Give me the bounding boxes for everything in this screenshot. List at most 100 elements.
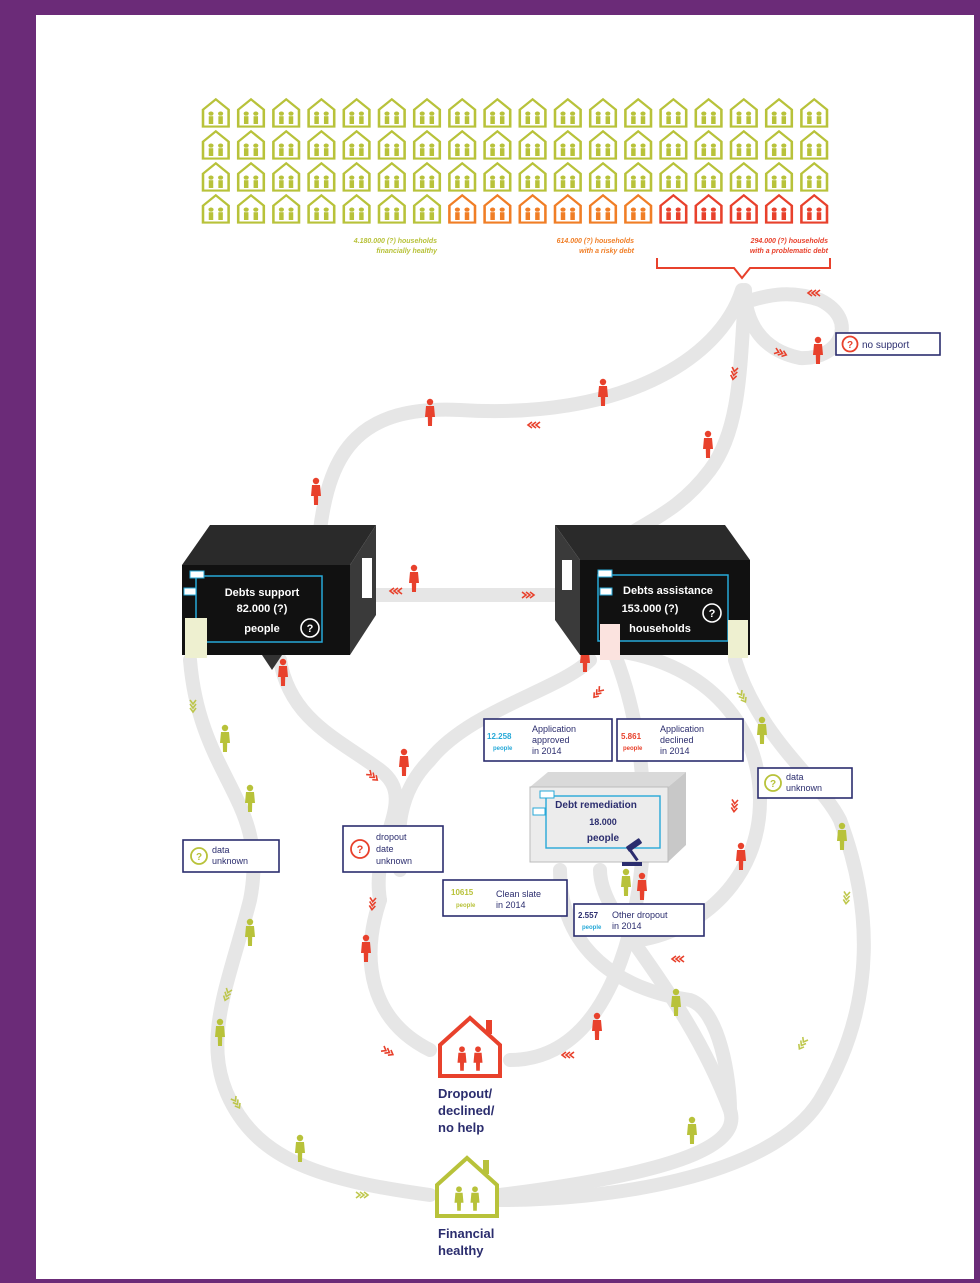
question-icon bbox=[702, 603, 722, 623]
debts-support-count: 82.000 (?) bbox=[237, 603, 288, 615]
debts-support-box: Debts support 82.000 (?) people ? bbox=[182, 525, 376, 670]
debts-assistance-count: 153.000 (?) bbox=[622, 603, 679, 615]
household-icon bbox=[342, 98, 371, 128]
household-icon bbox=[272, 162, 301, 192]
household-icon bbox=[764, 98, 794, 128]
household-icon bbox=[307, 98, 336, 128]
svg-text:?: ? bbox=[770, 779, 776, 790]
household-icon bbox=[201, 162, 230, 192]
household-icon bbox=[201, 194, 230, 224]
household-icon bbox=[588, 98, 618, 128]
household-icon bbox=[764, 162, 794, 192]
debt-remediation-title: Debt remediation bbox=[555, 800, 637, 811]
house-icon bbox=[435, 1155, 499, 1218]
household-icon bbox=[659, 194, 688, 224]
debts-support-unit: people bbox=[244, 623, 279, 635]
household-icon bbox=[412, 130, 442, 160]
household-icon bbox=[694, 194, 723, 224]
household-icon bbox=[624, 162, 653, 192]
household-icon bbox=[307, 130, 336, 160]
svg-text:294.000 (?) households: 294.000 (?) households bbox=[750, 238, 829, 245]
svg-text:people: people bbox=[493, 746, 513, 752]
household-icon bbox=[412, 162, 442, 192]
debt-remediation-count: 18.000 bbox=[589, 817, 617, 827]
application-declined-label: 5.861 people Application declined in 201… bbox=[616, 718, 744, 762]
data-unknown-right-label: ? data unknown bbox=[757, 767, 853, 799]
debt-remediation-box: Debt remediation 18.000 people bbox=[529, 772, 686, 866]
svg-text:data: data bbox=[786, 772, 804, 782]
dropout-house: Dropout/ declined/ no help bbox=[438, 1015, 502, 1135]
household-icon bbox=[236, 162, 266, 192]
household-icon bbox=[448, 162, 477, 192]
healthy-house: Financial healthy bbox=[435, 1155, 499, 1258]
healthy-households-label: 4.180.000 (?) households financially hea… bbox=[353, 238, 438, 255]
problematic-bracket bbox=[656, 258, 831, 280]
question-icon bbox=[841, 335, 859, 353]
problematic-households-label: 294.000 (?) households with a problemati… bbox=[750, 238, 829, 255]
svg-text:Application: Application bbox=[660, 724, 704, 734]
household-icon bbox=[729, 130, 758, 160]
household-icon bbox=[448, 98, 477, 128]
household-icon bbox=[800, 194, 829, 224]
household-icon bbox=[236, 98, 266, 128]
svg-text:with a problematic debt: with a problematic debt bbox=[750, 248, 829, 255]
svg-text:declined/: declined/ bbox=[438, 1103, 495, 1118]
household-icon bbox=[377, 98, 406, 128]
debts-assistance-unit: households bbox=[629, 623, 691, 635]
household-icon bbox=[694, 98, 723, 128]
household-icon bbox=[518, 194, 547, 224]
household-icon bbox=[342, 162, 371, 192]
household-icon bbox=[624, 130, 653, 160]
question-icon bbox=[350, 839, 370, 859]
household-icon bbox=[377, 194, 406, 224]
svg-text:unknown: unknown bbox=[212, 856, 248, 866]
household-icon bbox=[412, 194, 442, 224]
svg-text:Clean slate: Clean slate bbox=[496, 889, 541, 899]
household-icon bbox=[588, 162, 618, 192]
svg-text:10615: 10615 bbox=[451, 888, 474, 897]
svg-text:date: date bbox=[376, 844, 394, 854]
svg-text:people: people bbox=[456, 903, 476, 909]
svg-text:in 2014: in 2014 bbox=[660, 746, 690, 756]
household-icon bbox=[412, 98, 442, 128]
household-icon bbox=[800, 98, 829, 128]
household-icon bbox=[553, 130, 582, 160]
household-icon bbox=[518, 98, 547, 128]
question-icon bbox=[300, 618, 320, 638]
application-approved-label: 12.258 people Application approved in 20… bbox=[483, 718, 613, 762]
svg-text:?: ? bbox=[847, 340, 853, 351]
household-icon bbox=[553, 162, 582, 192]
household-icon bbox=[342, 130, 371, 160]
household-icon bbox=[483, 98, 512, 128]
household-icon bbox=[694, 130, 723, 160]
household-icon bbox=[553, 98, 582, 128]
dropout-date-unknown-label: ? dropout date unknown bbox=[342, 825, 444, 873]
household-icon bbox=[659, 130, 688, 160]
household-icon bbox=[377, 162, 406, 192]
svg-text:unknown: unknown bbox=[376, 856, 412, 866]
svg-text:4.180.000 (?) households: 4.180.000 (?) households bbox=[353, 238, 437, 245]
svg-text:approved: approved bbox=[532, 735, 570, 745]
svg-text:5.861: 5.861 bbox=[621, 732, 642, 741]
household-icon bbox=[483, 162, 512, 192]
household-icon bbox=[518, 130, 547, 160]
household-icon bbox=[448, 194, 477, 224]
household-icon bbox=[272, 98, 301, 128]
debts-support-title: Debts support bbox=[225, 587, 300, 599]
household-icon bbox=[729, 194, 758, 224]
svg-text:people: people bbox=[582, 925, 602, 931]
household-icon bbox=[588, 130, 618, 160]
svg-text:no help: no help bbox=[438, 1120, 484, 1135]
debts-assistance-title: Debts assistance bbox=[623, 585, 713, 597]
household-icon bbox=[659, 162, 688, 192]
svg-text:12.258: 12.258 bbox=[487, 732, 512, 741]
household-icon bbox=[553, 194, 582, 224]
household-icon bbox=[764, 194, 794, 224]
clean-slate-label: 10615 people Clean slate in 2014 bbox=[442, 879, 568, 917]
risky-households-label: 614.000 (?) households with a risky debt bbox=[557, 238, 635, 255]
svg-text:614.000 (?) households: 614.000 (?) households bbox=[557, 238, 635, 245]
household-icon bbox=[483, 194, 512, 224]
household-icon bbox=[307, 162, 336, 192]
svg-text:Application: Application bbox=[532, 724, 576, 734]
